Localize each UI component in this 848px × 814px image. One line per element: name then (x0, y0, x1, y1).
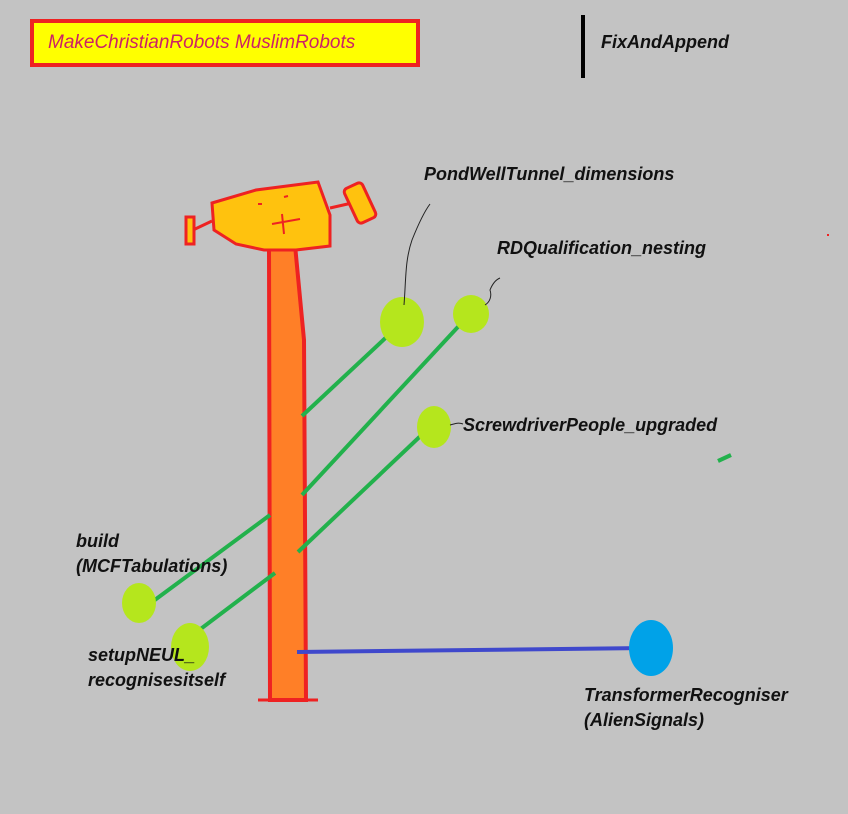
stray-red-dot (827, 234, 829, 236)
pointer-pond (403, 203, 431, 306)
node-pond (380, 297, 424, 347)
transformer-label-line1: TransformerRecogniser (584, 685, 788, 705)
connector-pond (300, 328, 396, 418)
connector-screwdriver (296, 425, 432, 554)
robot-pole (266, 242, 309, 702)
setup-label-line1: setupNEUL_ (88, 645, 196, 665)
node-setup (171, 623, 209, 671)
connector-build (146, 513, 272, 607)
title-box: MakeChristianRobots MuslimRobots (30, 19, 420, 67)
node-transformer (629, 620, 673, 676)
connector-transformer (296, 646, 649, 654)
pointer-screwdriver (449, 422, 464, 426)
fix-and-append-label: FixAndAppend (601, 32, 729, 52)
title-box-text: MakeChristianRobots MuslimRobots (48, 32, 356, 53)
build-label-line1: build (76, 531, 119, 551)
screwdriver-label: ScrewdriverPeople_upgraded (463, 415, 718, 435)
build-label-line2: (MCFTabulations) (76, 556, 228, 576)
pointer-rd (484, 277, 501, 306)
stray-green-mark (717, 453, 732, 463)
node-rd (453, 295, 489, 333)
node-build (122, 583, 156, 623)
pond-label: PondWellTunnel_dimensions (424, 164, 675, 184)
node-screwdriver (417, 406, 451, 448)
transformer-label-line2: (AlienSignals) (584, 710, 705, 730)
robot-head (184, 180, 378, 252)
rd-label: RDQualification_nesting (497, 238, 707, 258)
setup-label-line2: recognisesitself (88, 670, 226, 690)
connector-rd (300, 313, 471, 497)
